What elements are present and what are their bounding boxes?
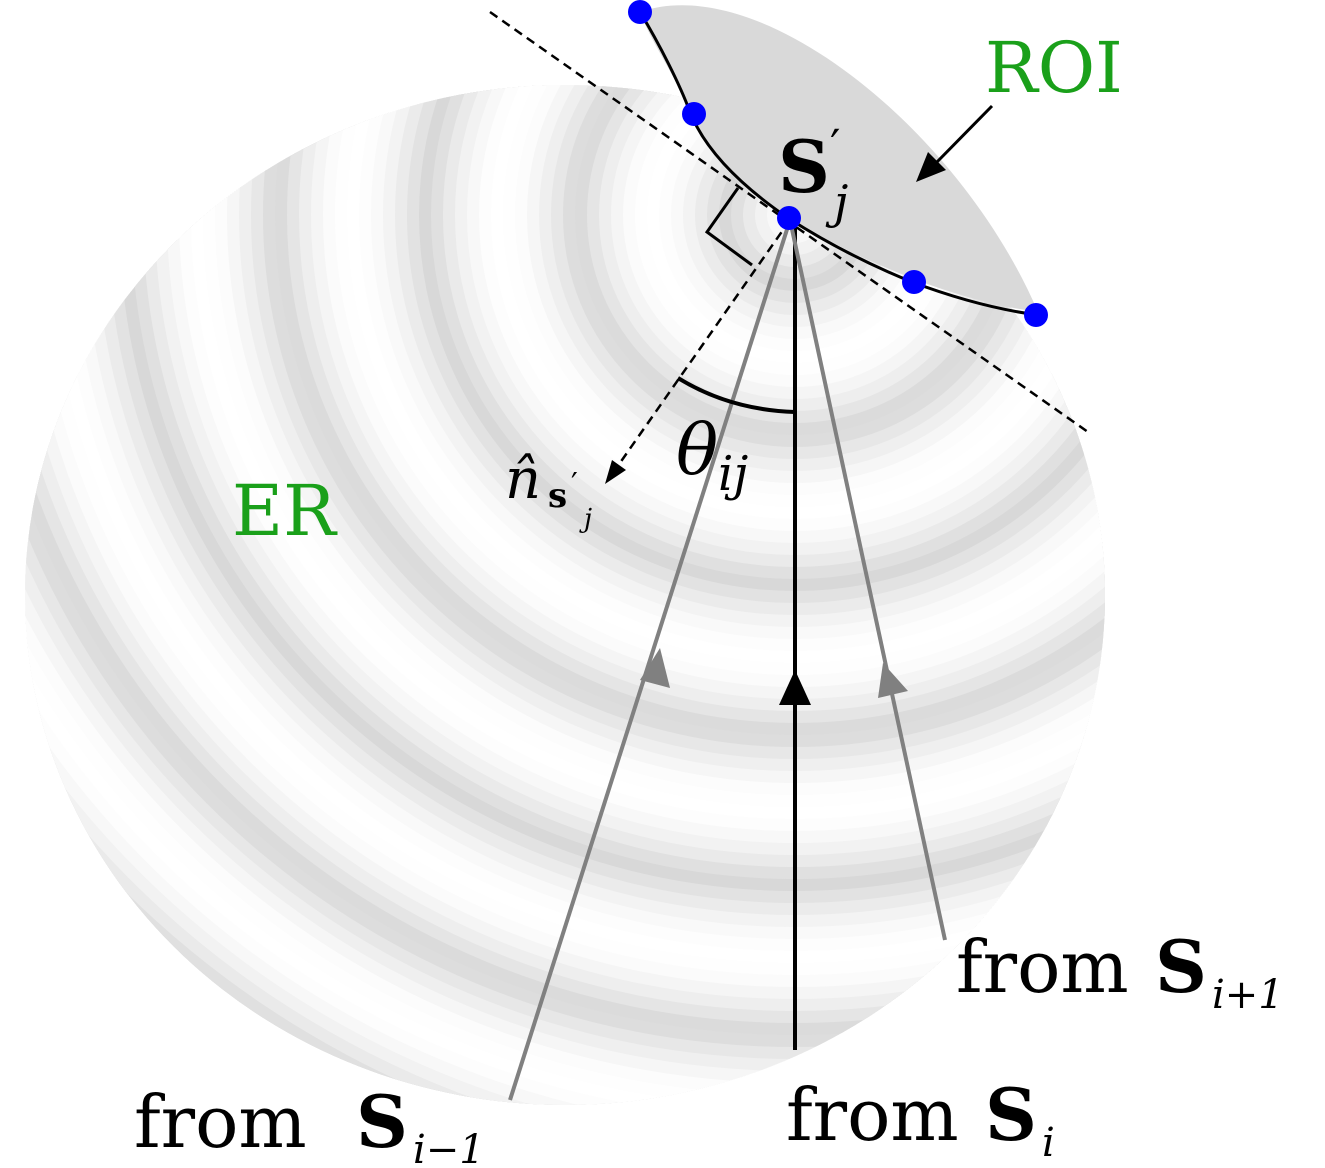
theta-label: θ ij: [676, 409, 748, 502]
roi-region: [640, 5, 1038, 313]
from-s-i-minus-1-label: from S i−1: [134, 1079, 485, 1168]
svg-text:′: ′: [830, 119, 840, 173]
svg-text:S: S: [1155, 924, 1207, 1009]
svg-text:θ: θ: [676, 409, 718, 491]
sample-point: [1024, 303, 1048, 327]
ray-from-s-i-minus-1-arrow: [640, 648, 670, 688]
sample-point: [682, 102, 706, 126]
ray-from-s-i-minus-1: [508, 219, 792, 1101]
svg-text:from: from: [786, 1073, 959, 1157]
svg-text:s: s: [548, 476, 567, 516]
svg-text:S: S: [356, 1079, 408, 1164]
svg-text:n̂: n̂: [505, 447, 541, 512]
from-s-i-plus-1-label: from S i+1: [956, 924, 1284, 1018]
svg-text:i−1: i−1: [413, 1127, 485, 1168]
normal-vector-arrowhead: [605, 460, 626, 484]
sample-point: [628, 0, 652, 24]
right-angle-marker: [704, 187, 753, 267]
er-label: ER: [232, 470, 338, 552]
roi-label: ROI: [985, 27, 1123, 109]
svg-text:S: S: [985, 1072, 1037, 1157]
ray-from-s-i-plus-1: [788, 219, 947, 941]
svg-text:from: from: [956, 925, 1129, 1009]
roi-pointer-line: [933, 104, 994, 166]
svg-text:i: i: [1042, 1120, 1055, 1166]
sample-points: [628, 0, 1048, 327]
svg-text:i+1: i+1: [1212, 972, 1284, 1018]
from-s-i-label: from S i: [786, 1072, 1055, 1166]
svg-text:from: from: [134, 1080, 307, 1164]
sample-point: [902, 270, 926, 294]
normal-vector-label: n̂ s ′ j: [505, 447, 592, 534]
svg-text:ij: ij: [718, 446, 748, 502]
normal-vector-line: [613, 219, 792, 471]
svg-text:′: ′: [571, 467, 578, 502]
ray-from-s-i-plus-1-arrow: [878, 663, 908, 698]
svg-text:S: S: [778, 124, 830, 209]
sample-point-s-prime-j: [777, 206, 801, 230]
theta-angle-arc: [676, 376, 796, 414]
roi-pointer-arrowhead: [916, 152, 946, 182]
ray-from-s-i-arrow: [779, 670, 811, 705]
